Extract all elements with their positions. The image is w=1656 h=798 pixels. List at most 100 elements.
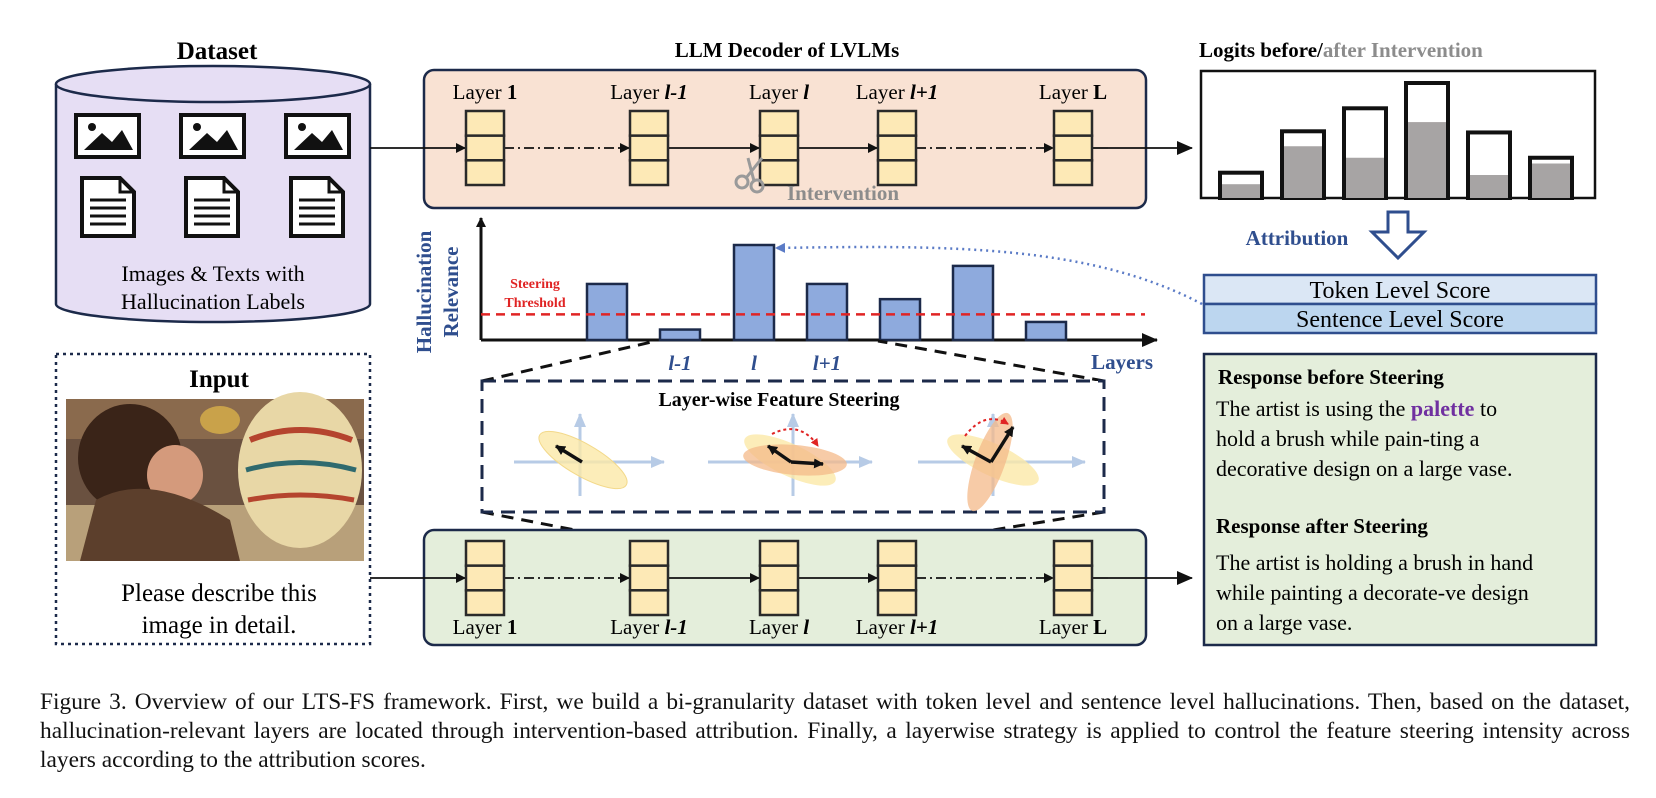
top-layer-label: Layer l-1 [610, 80, 688, 104]
token-score-box [1202, 273, 1598, 306]
logit-bar-after [1284, 146, 1322, 198]
layer-word: Layer [453, 80, 507, 104]
overview-diagram: Dataset [54, 38, 1598, 647]
sentence-score-label: Sentence Level Score [1296, 307, 1504, 333]
layer-index: l-1 [664, 80, 687, 104]
logits-panel: Logits before/after Intervention [1199, 38, 1597, 200]
layer-word: Layer [856, 615, 910, 639]
layer-word: Layer [453, 615, 507, 639]
logit-bar [1466, 130, 1512, 200]
logit-bar-after [1222, 184, 1260, 198]
top-layer-label: Layer l+1 [856, 80, 939, 104]
attribution-label: Attribution [1246, 226, 1349, 250]
chart-tick-label: l-1 [668, 351, 691, 375]
layer-index: l [803, 615, 809, 639]
bottom-layer-3: Layer l [749, 539, 809, 639]
input-prompt-line1: Please describe this [121, 580, 317, 607]
threshold-label-line1: Steering [510, 277, 560, 292]
input-panel: Input Please describe this image in deta… [54, 352, 372, 646]
zoom-line-left-top [481, 339, 657, 383]
logits-bars [1218, 81, 1574, 200]
bottom-layer-1: Layer 1 [453, 539, 518, 639]
layer-index: l [803, 80, 809, 104]
threshold-label-line2: Threshold [504, 296, 565, 311]
relevance-bar [805, 282, 849, 342]
chart-xlabel: Layers [1091, 350, 1153, 374]
logit-bar-after [1470, 175, 1508, 198]
response-before-line1-pre: The artist is using the [1216, 396, 1411, 421]
dataset-label-line2: Hallucination Labels [121, 289, 305, 314]
response-before-line1: The artist is using the palette to [1216, 396, 1497, 421]
attribution-panel: Attribution Token Level Score Sentence L… [1202, 210, 1598, 335]
dataset-label-line1: Images & Texts with [121, 261, 304, 286]
logit-bar [1280, 129, 1326, 200]
layer-index: 1 [507, 80, 518, 104]
zoom-line-left-bottom [481, 510, 643, 545]
logit-bar-after [1346, 157, 1384, 198]
steering-diagram-2 [708, 413, 873, 496]
steering-diagram-1 [514, 413, 665, 496]
decoder-title: LLM Decoder of LVLMs [675, 38, 900, 62]
zoom-line-right-top [877, 339, 1105, 383]
relevance-bar [732, 243, 776, 342]
relevance-chart: Hallucination Relevance Steering Thresho… [412, 217, 1158, 375]
intervention-label: Intervention [787, 181, 899, 205]
dataset-panel: Dataset [54, 38, 372, 324]
logit-bar [1218, 170, 1264, 200]
document-icon [289, 176, 345, 238]
relevance-bar [658, 328, 702, 342]
logits-title-part2: after Intervention [1323, 38, 1483, 62]
layer-index: l+1 [910, 615, 938, 639]
image-icon [74, 113, 141, 159]
token-score-label: Token Level Score [1310, 278, 1491, 304]
response-before-line2: hold a brush while pain-ting a [1216, 426, 1480, 451]
response-after-line1: The artist is holding a brush in hand [1216, 550, 1533, 575]
top-layer-label: Layer 1 [453, 80, 518, 104]
response-after-title: Response after Steering [1216, 514, 1428, 538]
response-before-line1-post: to [1474, 396, 1497, 421]
layer-index: L [1093, 615, 1107, 639]
input-photo [66, 392, 364, 561]
logit-bar [1528, 155, 1574, 200]
input-title: Input [189, 366, 249, 393]
layer-word: Layer [856, 80, 910, 104]
image-icon [179, 113, 246, 159]
layer-index: L [1093, 80, 1107, 104]
logit-bar-after [1532, 163, 1570, 198]
relevance-bar [1024, 320, 1068, 342]
top-layer-2: Layer l-1 [610, 80, 688, 187]
chart-ylabel-line2: Relevance [439, 247, 463, 338]
bottom-layer-5: Layer L [1039, 539, 1107, 639]
bottom-layer-2: Layer l-1 [610, 539, 688, 639]
layer-index: l+1 [910, 80, 938, 104]
input-prompt-line2: image in detail. [142, 612, 297, 639]
response-panel: Response before Steering The artist is u… [1202, 352, 1598, 647]
top-layer-label: Layer L [1039, 80, 1107, 104]
response-before-title: Response before Steering [1218, 365, 1444, 389]
relevance-bar [951, 264, 995, 342]
bottom-layer-4: Layer l+1 [856, 539, 938, 639]
steering-panel: Layer-wise Feature Steering [480, 379, 1106, 514]
chart-tick-label: l+1 [813, 351, 841, 375]
figure-caption: Figure 3. Overview of our LTS-FS framewo… [40, 689, 1630, 773]
chart-ylabel-line1: Hallucination [412, 230, 436, 353]
image-icon [284, 113, 351, 159]
logits-title-part1: Logits before/ [1199, 38, 1324, 62]
bottom-layer-label: Layer 1 [453, 615, 518, 639]
layer-index: 1 [507, 615, 518, 639]
top-layer-5: Layer L [1039, 80, 1107, 187]
response-box [1202, 352, 1598, 647]
bottom-layer-label: Layer l [749, 615, 809, 639]
logit-bar [1342, 106, 1388, 200]
relevance-bar [585, 282, 629, 342]
logits-title: Logits before/after Intervention [1199, 38, 1483, 62]
layer-word: Layer [1039, 80, 1093, 104]
logit-bar-after [1408, 122, 1446, 198]
top-layer-label: Layer l [749, 80, 809, 104]
dataset-title: Dataset [177, 38, 258, 65]
hallucinated-word: palette [1411, 396, 1475, 421]
